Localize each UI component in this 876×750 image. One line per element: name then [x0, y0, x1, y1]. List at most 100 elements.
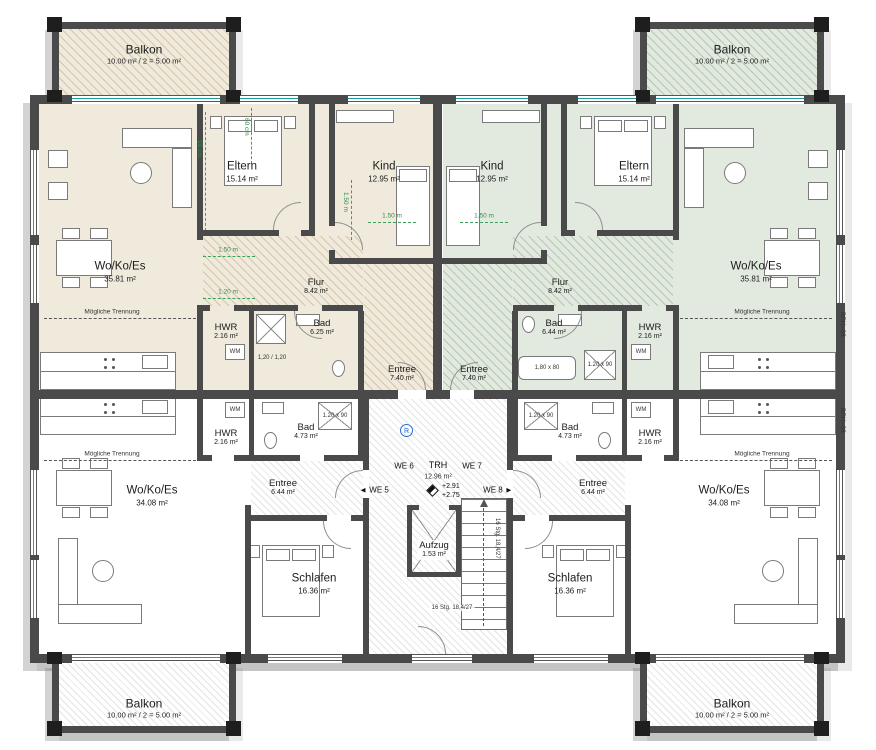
pillow-icon [586, 549, 610, 561]
dimension-text: 1.50 m [382, 212, 402, 220]
wall [245, 505, 251, 654]
wall [442, 258, 541, 264]
washer-label: WM [635, 407, 647, 413]
shower-icon [256, 314, 286, 344]
pillar [635, 652, 650, 664]
wall [249, 399, 254, 455]
window [534, 654, 608, 663]
bathtub-size: 1,80 x 80 [534, 365, 560, 371]
dimension-text: 1.50 m [474, 212, 494, 220]
unit-label-we8: WE 8 ► [483, 485, 513, 495]
sink-icon [262, 402, 284, 414]
pillar [226, 652, 241, 664]
chair-icon [798, 507, 816, 518]
stove-icon [104, 358, 107, 361]
pillar [226, 17, 241, 32]
pillar [47, 90, 62, 102]
balcony-wall [640, 726, 824, 733]
balcony-wall [52, 22, 236, 29]
sofa-icon [734, 604, 818, 624]
wall [512, 399, 518, 455]
chair-icon [798, 228, 816, 239]
level-lower: +2.75 [442, 492, 460, 499]
wall [329, 104, 335, 226]
pillar [635, 17, 650, 32]
chair-icon [798, 458, 816, 469]
window [348, 95, 420, 104]
chair-icon [90, 228, 108, 239]
nightstand-icon [284, 116, 296, 129]
balcony-label: Balkon 10.00 m² / 2 = 5.00 m² [107, 42, 181, 66]
window [836, 245, 845, 303]
wardrobe-icon [336, 110, 394, 123]
washer-icon [225, 402, 245, 418]
pillow-icon [399, 169, 427, 182]
balcony-wall [229, 660, 236, 733]
wall [561, 104, 567, 236]
window [268, 654, 342, 663]
balcony-floor [59, 29, 229, 95]
nightstand-icon [322, 545, 334, 558]
armchair-icon [48, 150, 68, 168]
pillow-icon [560, 549, 584, 561]
armchair-icon [808, 150, 828, 168]
chair-icon [62, 277, 80, 288]
shower-size: 1.20 x 90 [322, 413, 348, 419]
wall [513, 305, 554, 311]
wall [622, 399, 627, 455]
wall [197, 305, 203, 390]
stove-icon [758, 358, 761, 361]
dimension-text: 60 cm [243, 118, 250, 136]
pillar [814, 17, 829, 32]
separation-note: Mögliche Trennung [84, 308, 140, 316]
window [30, 560, 39, 618]
wall [597, 230, 673, 236]
chair-icon [770, 458, 788, 469]
dimension-line [368, 222, 416, 223]
washer-label: WM [229, 407, 241, 413]
wall [622, 311, 627, 390]
bathtub-icon [518, 356, 576, 380]
wall [426, 390, 450, 399]
sofa-icon [58, 604, 142, 624]
balcony-wall [52, 22, 59, 95]
stair-arrow-icon [480, 499, 488, 507]
balcony-label: Balkon 10.00 m² / 2 = 5.00 m² [695, 42, 769, 66]
sofa-icon [684, 148, 704, 208]
wall [251, 515, 327, 521]
nightstand-icon [542, 545, 554, 558]
unit-label-we7: WE 7 [462, 461, 482, 471]
balcony-floor [647, 663, 817, 726]
stair-count-note: 16 Stg. 18,4/27 [429, 605, 475, 611]
sink-icon [708, 355, 734, 369]
window [836, 150, 845, 235]
balcony-wall [640, 22, 647, 95]
toilet-icon [522, 316, 535, 333]
balcony-floor [647, 29, 817, 95]
window [836, 560, 845, 618]
brh-note: BRH=88 [839, 408, 846, 433]
coffee-table-icon [724, 162, 746, 184]
wall [322, 305, 363, 311]
separation-line [680, 318, 832, 319]
sofa-icon [798, 538, 818, 606]
pillar [635, 721, 650, 736]
sink-icon [142, 400, 168, 414]
wall [301, 230, 315, 236]
wall [512, 311, 518, 390]
